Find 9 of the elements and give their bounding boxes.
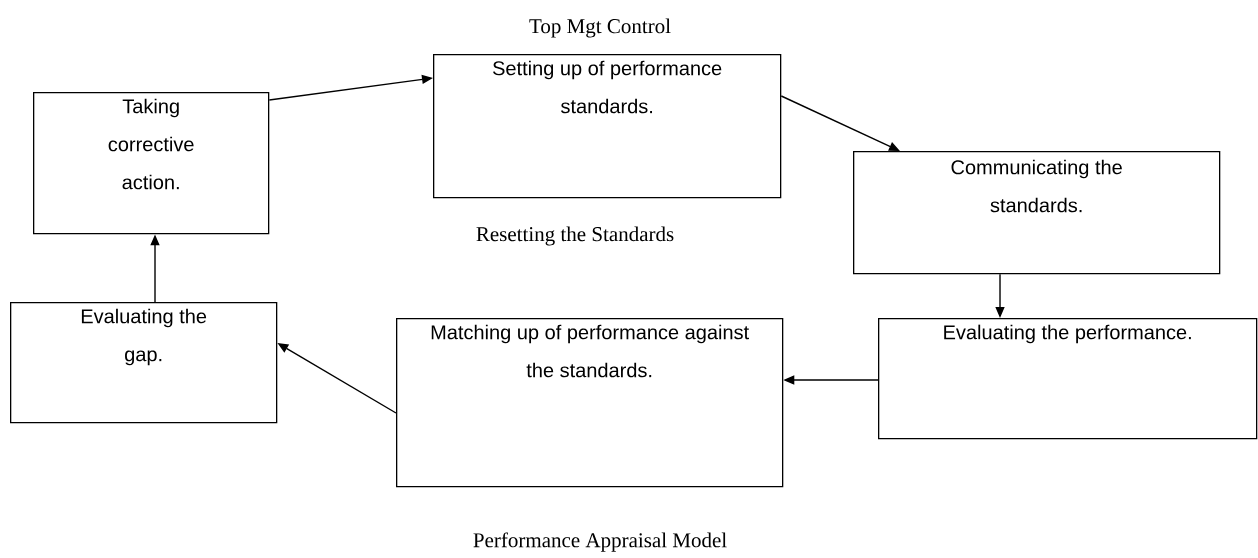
process-box: Setting up of performance standards.: [433, 54, 782, 199]
process-box: Taking corrective action.: [33, 92, 270, 235]
process-box: Matching up of performance against the standards.: [396, 318, 784, 488]
process-box: Evaluating the performance.: [878, 318, 1258, 440]
process-box: Evaluating the gap.: [10, 302, 278, 424]
process-box: Communicating the standards.: [853, 151, 1221, 275]
arrow: [780, 95, 900, 151]
caption: Performance Appraisal Model: [473, 532, 727, 552]
note-label: Resetting the Standards: [476, 226, 674, 246]
